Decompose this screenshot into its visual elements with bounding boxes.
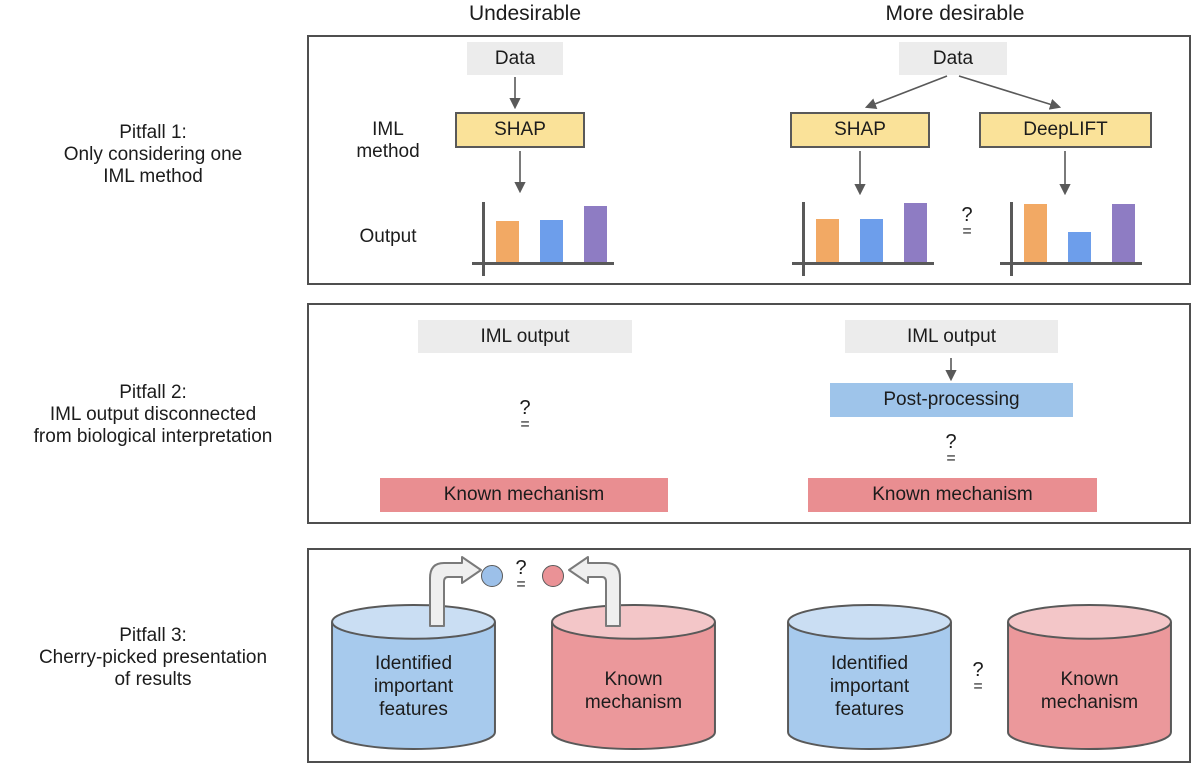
row-label-output: Output: [359, 226, 417, 247]
picked-feature-dot-blue: [481, 565, 503, 587]
x-axis: [1000, 262, 1142, 265]
post-processing-box: Post-processing: [830, 383, 1073, 417]
shap-box-undesirable: SHAP: [455, 112, 585, 148]
y-axis: [1010, 202, 1013, 276]
x-axis: [792, 262, 934, 265]
iml-output-box-undesirable: IML output: [418, 320, 632, 353]
question-equals-p3-undesirable: ? =: [507, 558, 535, 593]
row-label-iml-method: IML method: [356, 119, 420, 162]
pitfall-1-label: Pitfall 1: Only considering one IML meth…: [63, 122, 243, 187]
picked-mechanism-dot-red: [542, 565, 564, 587]
bar: [860, 219, 883, 262]
bar: [540, 220, 563, 262]
bar-chart-desirable-deeplift: [1000, 200, 1145, 278]
question-mark: ?: [945, 431, 957, 453]
cylinder-identified-features-desirable: [787, 603, 952, 750]
equals-sign: =: [516, 576, 526, 593]
bar: [496, 221, 519, 262]
question-equals-p3-desirable: ? =: [963, 660, 993, 695]
y-axis: [482, 202, 485, 276]
bar: [1112, 204, 1135, 262]
equals-sign: =: [946, 450, 956, 467]
bars: [1024, 204, 1135, 262]
bars: [816, 203, 927, 262]
bar-chart-desirable-shap: [792, 200, 937, 278]
bar: [584, 206, 607, 262]
cylinder-identified-features-undesirable: [331, 603, 496, 750]
question-mark: ?: [519, 397, 531, 419]
question-mark: ?: [961, 204, 973, 226]
question-equals-p2-desirable: ? =: [936, 432, 966, 467]
question-equals-p2-undesirable: ? =: [510, 398, 540, 433]
equals-sign: =: [962, 223, 972, 240]
cylinder-label-known-mechanism: Known mechanism: [1040, 669, 1139, 713]
x-axis: [472, 262, 614, 265]
deeplift-box-desirable: DeepLIFT: [979, 112, 1152, 148]
cylinder-label-identified-features: Identified important features: [373, 653, 454, 720]
bar: [1068, 232, 1091, 262]
cylinder-known-mechanism-desirable: [1007, 603, 1172, 750]
known-mechanism-box-desirable: Known mechanism: [808, 478, 1097, 512]
question-equals-p1: ? =: [952, 205, 982, 240]
bars: [496, 206, 607, 262]
column-header-more-desirable: More desirable: [885, 2, 1025, 25]
question-mark: ?: [515, 557, 527, 579]
known-mechanism-box-undesirable: Known mechanism: [380, 478, 668, 512]
pitfall-3-label: Pitfall 3: Cherry-picked presentation of…: [38, 625, 268, 690]
cylinder-label-known-mechanism: Known mechanism: [584, 669, 683, 713]
shap-box-desirable: SHAP: [790, 112, 930, 148]
data-box-desirable: Data: [899, 42, 1007, 75]
column-header-undesirable: Undesirable: [468, 2, 582, 25]
bar: [816, 219, 839, 262]
y-axis: [802, 202, 805, 276]
bar: [1024, 204, 1047, 262]
bar-chart-undesirable-shap: [472, 200, 617, 278]
iml-output-box-desirable: IML output: [845, 320, 1058, 353]
bar: [904, 203, 927, 262]
data-box-undesirable: Data: [467, 42, 563, 75]
equals-sign: =: [520, 416, 530, 433]
cylinder-label-identified-features: Identified important features: [829, 653, 910, 720]
equals-sign: =: [973, 678, 983, 695]
cherry-pick-arrow-right: [568, 556, 621, 627]
question-mark: ?: [972, 659, 984, 681]
cherry-pick-arrow-left: [429, 556, 482, 627]
pitfall-2-label: Pitfall 2: IML output disconnected from …: [33, 382, 273, 447]
cylinder-known-mechanism-undesirable: [551, 603, 716, 750]
